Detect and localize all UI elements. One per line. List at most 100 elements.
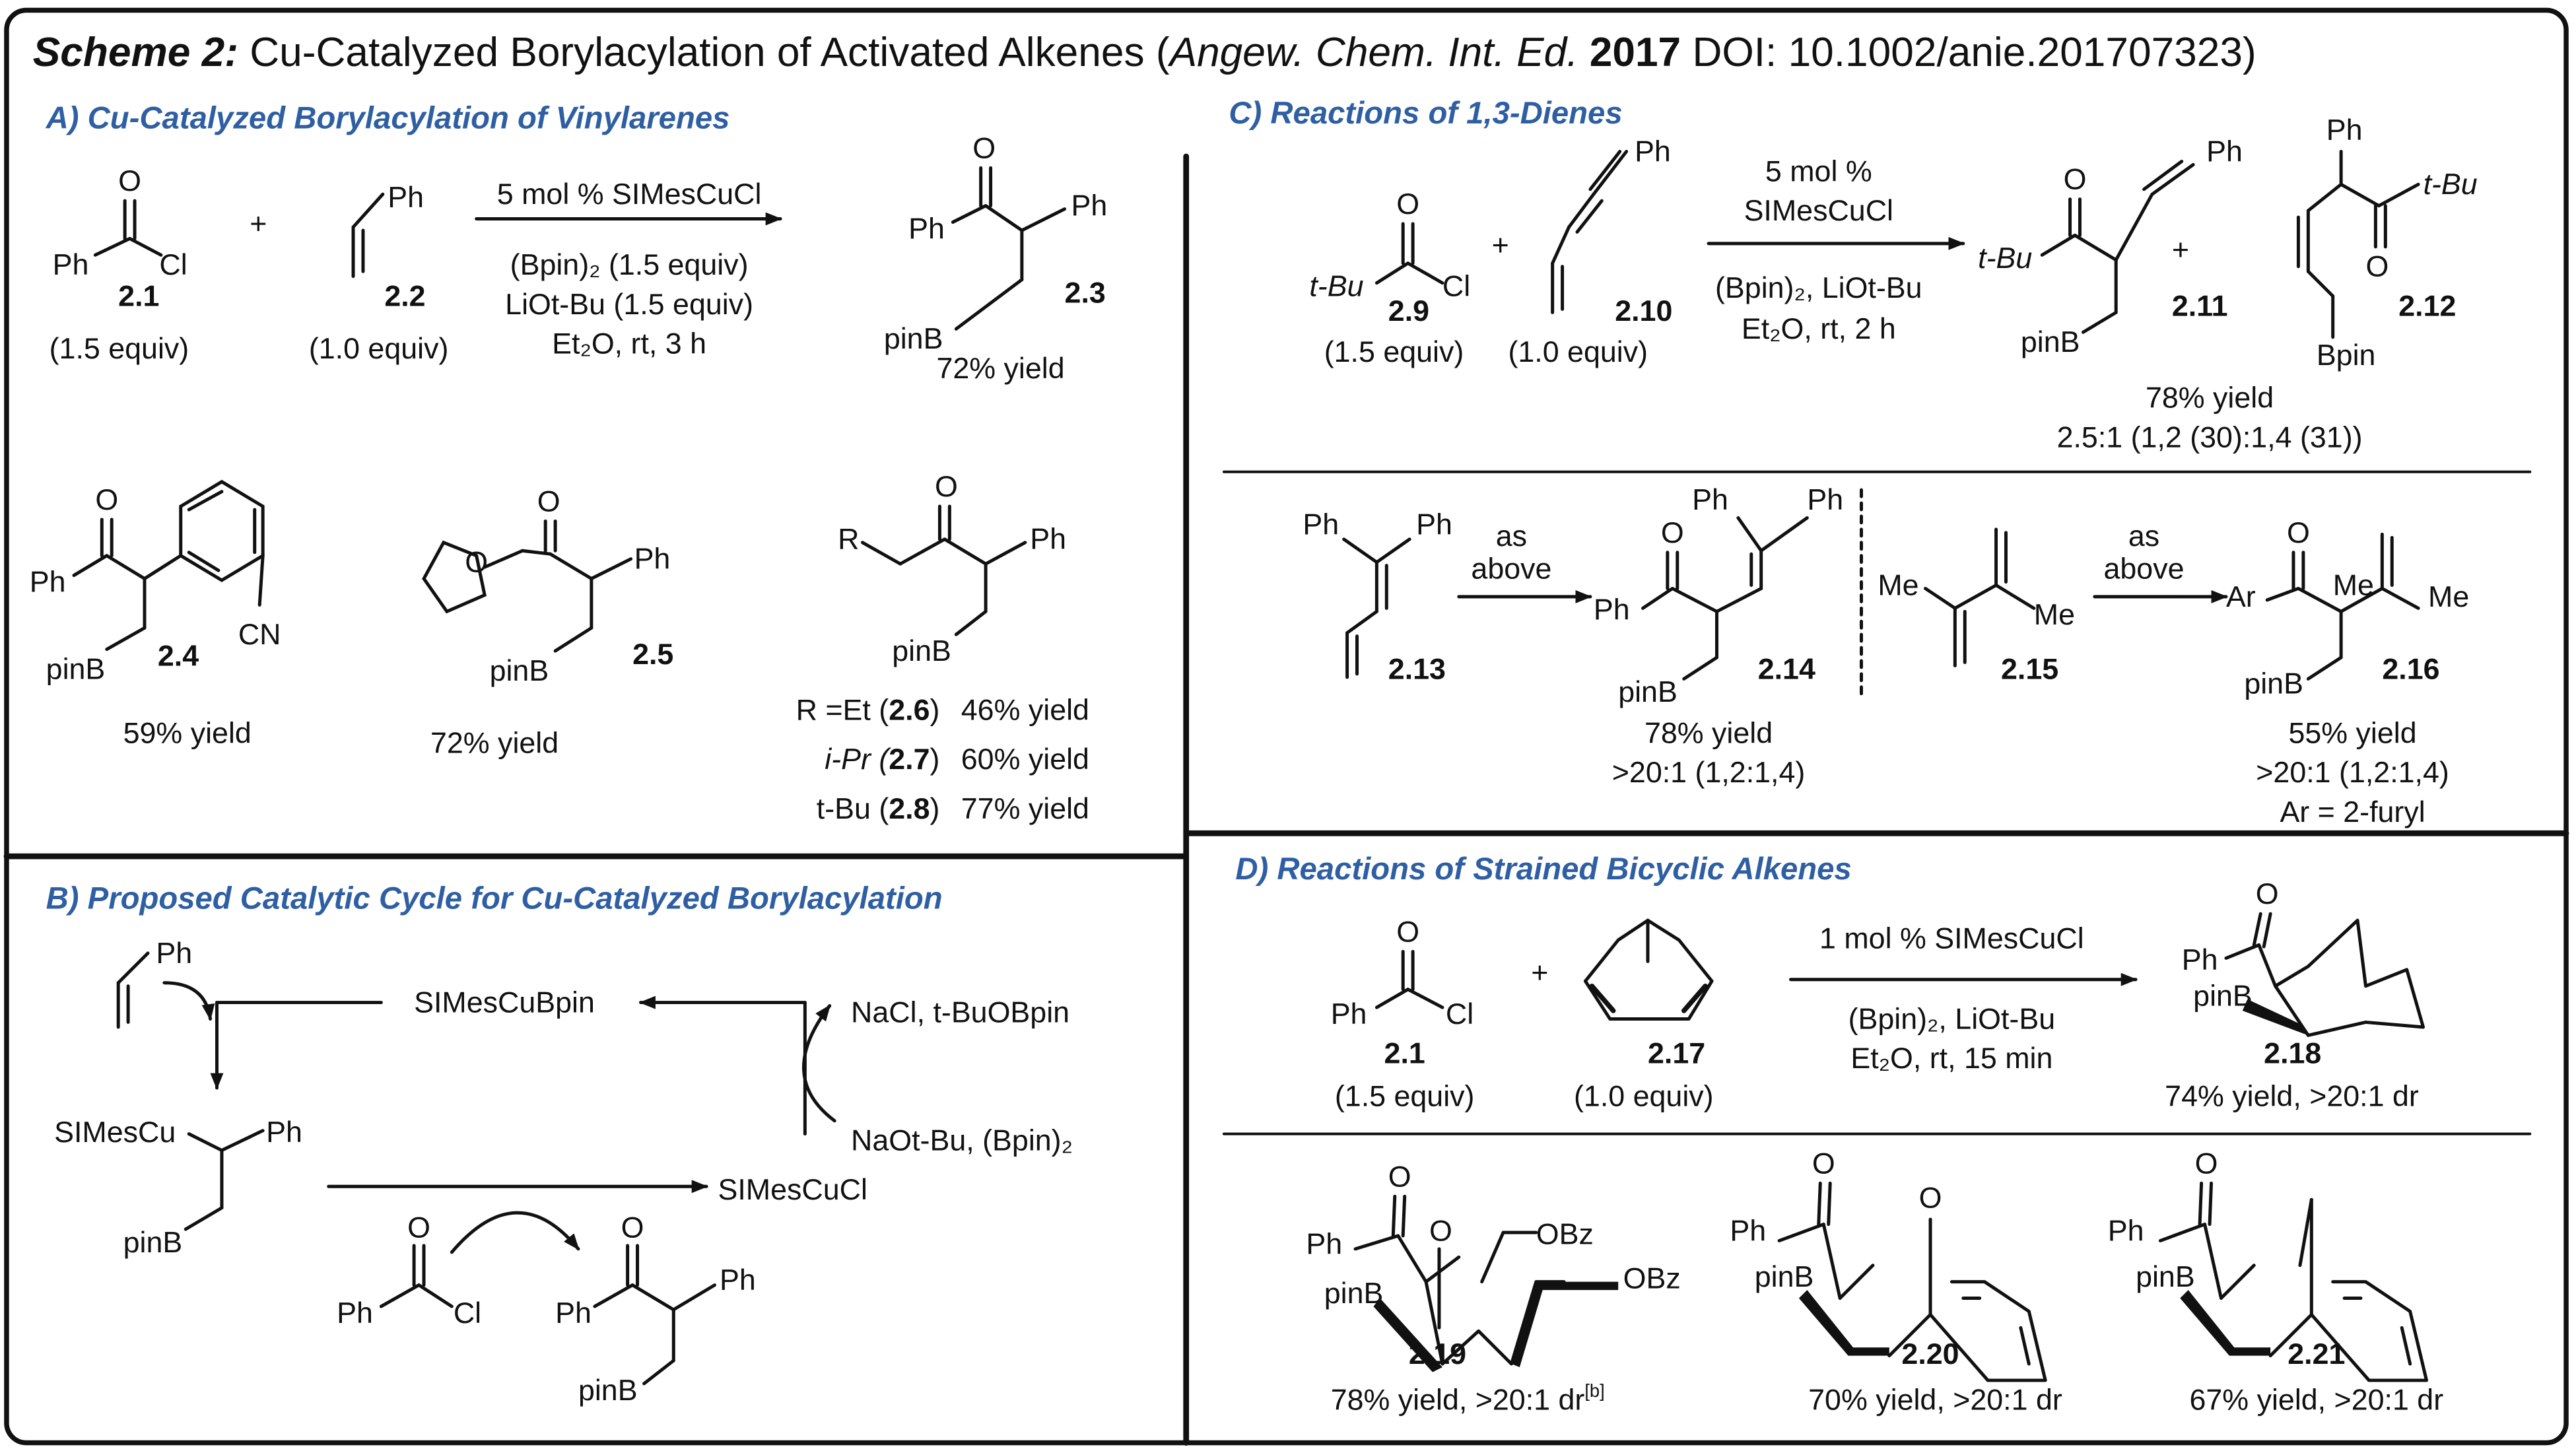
compound-2-1: O Ph Cl 2.1 (1.5 equiv) [50, 164, 189, 365]
atom-label: Ph [156, 937, 192, 970]
bond [483, 549, 524, 569]
compound-2-1-d: O Ph Cl 2.1 (1.5 equiv) [1331, 915, 1475, 1112]
atom-label: t-Bu [1978, 242, 2032, 275]
note-label: Ar = 2-furyl [2280, 795, 2425, 828]
furan-oxygen: O [465, 546, 488, 579]
condition-text: 5 mol % [1765, 154, 1872, 187]
atom-label: O [95, 483, 118, 516]
atom-label: pinB [2021, 325, 2080, 358]
yield-label: 72% yield [430, 726, 559, 759]
atom-label: pinB [1755, 1260, 1814, 1293]
atom-label: Ph [1306, 1227, 1342, 1260]
substituent-label: t-Bu (2.8) [817, 792, 940, 825]
reagents-label: NaOt-Bu, (Bpin)₂ [851, 1124, 1073, 1157]
atom-label: Cl [1446, 997, 1474, 1031]
plus-sign: + [1531, 957, 1548, 990]
atom-label: Bpin [2317, 339, 2376, 372]
plus-sign: + [2172, 234, 2189, 267]
atom-label: pinB [490, 654, 549, 687]
section-a: A) Cu-Catalyzed Borylacylation of Vinyla… [30, 101, 1108, 825]
atom-label: Ph [1030, 523, 1066, 556]
atom-label: Ph [53, 248, 89, 281]
compound-2-9: O t-Bu Cl 2.9 (1.5 equiv) [1309, 187, 1470, 368]
yield-label: 78% yield [2146, 382, 2274, 415]
atom-label: Ph [908, 212, 945, 245]
atom-label: SIMesCu [54, 1116, 176, 1149]
atom-label: O [1812, 1147, 1835, 1180]
atom-label: pinB [2244, 667, 2303, 700]
atom-label: Ph [1416, 508, 1452, 541]
atom-label: OBz [1623, 1262, 1681, 1295]
atom-label: pinB [578, 1374, 638, 1407]
compound-number: 2.21 [2288, 1337, 2345, 1370]
compound-2-19: O O Ph pinB OBz OBz 2.19 78% yield, >20:… [1306, 1160, 1680, 1416]
equiv-label: (1.5 equiv) [1324, 335, 1464, 368]
atom-label: Ph [2108, 1214, 2144, 1247]
ratio-label: >20:1 (1,2:1,4) [2256, 756, 2449, 789]
atom-label: Ph [720, 1264, 756, 1297]
yield-label: 55% yield [2288, 716, 2416, 749]
equiv-label: (1.5 equiv) [1335, 1079, 1475, 1112]
equiv-label: (1.0 equiv) [1574, 1079, 1714, 1112]
atom-label: O [2256, 877, 2279, 910]
yield-label: 74% yield, >20:1 dr [2165, 1079, 2419, 1112]
section-b: B) Proposed Catalytic Cycle for Cu-Catal… [46, 881, 1073, 1407]
atom-label: O [1661, 516, 1684, 549]
atom-label: Ph [555, 1297, 592, 1330]
curved-arrow [801, 1004, 836, 1123]
compound-number: 2.10 [1615, 294, 1672, 327]
compound-2-20: O O Ph pinB 2.20 70% yield, >20:1 dr [1730, 1147, 2062, 1416]
atom-label: Ph [266, 1116, 302, 1149]
atom-label: O [935, 470, 958, 503]
yield-row: i-Pr (2.7) 60% yield [825, 743, 1089, 776]
figure-border [4, 7, 2569, 1446]
atom-label: Me [2333, 568, 2374, 601]
catalyst-label: SIMesCuBpin [414, 986, 595, 1019]
compound-number: 2.18 [2264, 1037, 2321, 1070]
atom-label: Ph [2206, 135, 2243, 168]
byproducts-label: NaCl, t-BuOBpin [851, 996, 1069, 1029]
yield-label: 46% yield [961, 694, 1089, 727]
atom-label: Me [1878, 568, 1918, 601]
section-b-heading: B) Proposed Catalytic Cycle for Cu-Catal… [46, 881, 943, 916]
condition-text: (Bpin)₂ (1.5 equiv) [510, 248, 749, 281]
atom-label: O [118, 164, 141, 197]
substituent-label: i-Pr (2.7) [825, 743, 939, 776]
atom-label: Ph [1635, 135, 1671, 168]
condition-text: LiOt-Bu (1.5 equiv) [505, 288, 753, 321]
yield-label: 70% yield, >20:1 dr [1808, 1384, 2062, 1417]
compound-number: 2.20 [1901, 1337, 1959, 1370]
substituent-label: R =Et (2.6) [796, 694, 940, 727]
compound-number: 2.9 [1388, 294, 1429, 327]
condition-text: SIMesCuCl [1744, 194, 1893, 227]
compound-number: 2.13 [1388, 652, 1446, 685]
condition-text: Et₂O, rt, 15 min [1850, 1042, 2052, 1075]
atom-label: O [1396, 915, 1419, 948]
compound-2-21: O Ph pinB 2.21 67% yield, >20:1 dr [2108, 1147, 2443, 1416]
compound-2-17-norbornadiene: 2.17 (1.0 equiv) [1574, 918, 1714, 1112]
yield-row: t-Bu (2.8) 77% yield [817, 792, 1089, 825]
condition-text: above [2104, 553, 2185, 586]
condition-text: (Bpin)₂, LiOt-Bu [1715, 271, 1922, 304]
yield-label: 77% yield [961, 792, 1089, 825]
yield-label: 72% yield [936, 352, 1064, 385]
compound-2-10: Ph 2.10 (1.0 equiv) [1508, 135, 1672, 368]
atom-label: t-Bu [1309, 270, 1363, 303]
compound-number: 2.11 [2172, 289, 2228, 322]
section-c-heading: C) Reactions of 1,3-Dienes [1229, 96, 1622, 131]
atom-label: CN [238, 618, 281, 651]
compound-number: 2.19 [1409, 1337, 1466, 1370]
yield-label: 67% yield, >20:1 dr [2190, 1384, 2444, 1417]
compound-2-5: O O Ph pinB 2.5 72% yield [422, 485, 673, 759]
atom-label: OBz [1536, 1217, 1594, 1250]
equiv-label: (1.5 equiv) [50, 332, 189, 365]
compound-number: 2.5 [632, 638, 673, 671]
equiv-label: (1.0 equiv) [1508, 335, 1648, 368]
atom-label: Ph [337, 1297, 373, 1330]
equiv-label: (1.0 equiv) [309, 332, 449, 365]
compound-2-6-to-2-8: R O Ph pinB R =Et (2.6) 46% yield i-Pr (… [796, 470, 1089, 825]
atom-label: O [621, 1211, 644, 1244]
condition-text: 1 mol % SIMesCuCl [1819, 922, 2084, 955]
benzoyl-chloride: O Ph Cl [337, 1211, 481, 1329]
compound-2-18: O Ph pinB 2.18 74% yield, >20:1 dr [2165, 877, 2425, 1112]
